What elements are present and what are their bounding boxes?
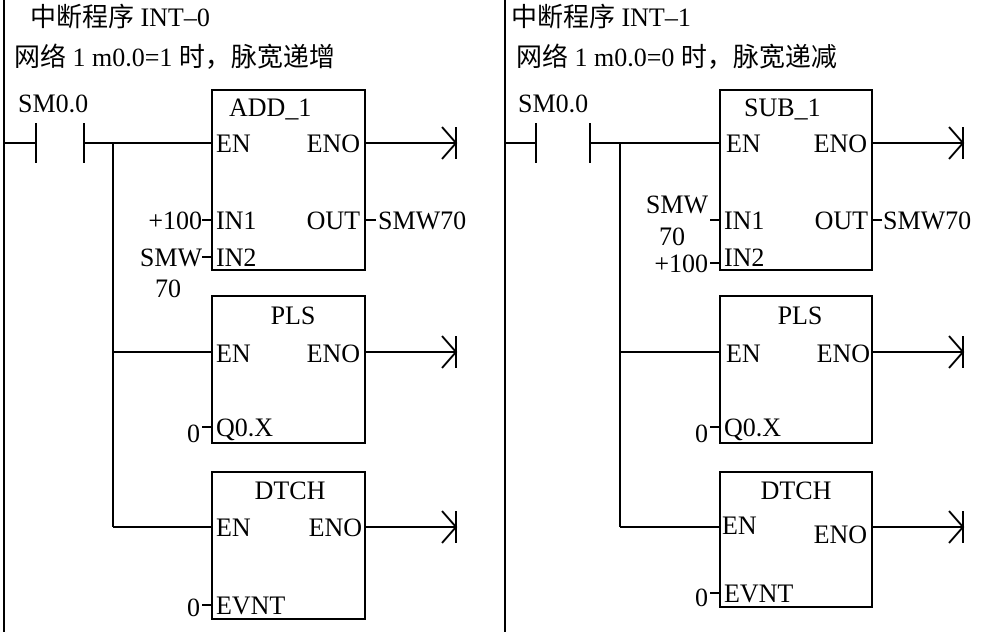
block-title: PLS bbox=[271, 301, 316, 330]
pin-in: Q0.X bbox=[724, 413, 781, 442]
in-operand: 0 bbox=[187, 419, 200, 448]
pin-in: Q0.X bbox=[216, 413, 273, 442]
pin-eno: ENO bbox=[814, 129, 867, 158]
out-operand: SMW70 bbox=[378, 206, 466, 235]
network-caption: 网络 1 m0.0=0 时，脉宽递减 bbox=[516, 43, 837, 72]
pin-en: EN bbox=[216, 339, 251, 368]
pin-eno: ENO bbox=[307, 339, 360, 368]
panel-title: 中断程序 INT–0 bbox=[30, 3, 210, 32]
sub-block: SUB_1 EN ENO IN1 OUT IN2 SMW 70 +100 SMW… bbox=[646, 89, 971, 278]
network-caption: 网络 1 m0.0=1 时，脉宽递增 bbox=[14, 43, 335, 72]
block-box bbox=[719, 89, 873, 271]
pin-eno: ENO bbox=[814, 520, 867, 549]
in1-operand: SMW bbox=[646, 190, 709, 219]
pin-en: EN bbox=[726, 339, 761, 368]
pin-eno: ENO bbox=[817, 339, 870, 368]
block-box bbox=[719, 295, 873, 444]
in1-operand: +100 bbox=[148, 206, 202, 235]
in-operand: 0 bbox=[695, 583, 708, 612]
block-title: SUB_1 bbox=[744, 93, 821, 122]
block-box bbox=[719, 471, 873, 608]
dtch-block: DTCH EN ENO EVNT 0 bbox=[695, 471, 965, 612]
pin-out: OUT bbox=[815, 206, 869, 235]
in1-operand-cont: 70 bbox=[659, 222, 685, 251]
pin-out: OUT bbox=[307, 206, 361, 235]
add-block: ADD_1 EN ENO IN1 OUT IN2 +100 SMW 70 SMW… bbox=[140, 89, 466, 303]
in2-operand: SMW bbox=[140, 243, 203, 272]
block-box bbox=[211, 471, 366, 620]
in2-operand-cont: 70 bbox=[155, 274, 181, 303]
block-title: DTCH bbox=[255, 476, 326, 505]
pls-block: PLS EN ENO Q0.X 0 bbox=[695, 295, 965, 448]
contact-label: SM0.0 bbox=[518, 89, 588, 118]
pin-en: EN bbox=[216, 513, 251, 542]
block-title: PLS bbox=[778, 301, 823, 330]
block-box bbox=[211, 295, 366, 444]
pin-in2: IN2 bbox=[724, 243, 764, 272]
panel-title: 中断程序 INT–1 bbox=[511, 3, 691, 32]
pin-en: EN bbox=[722, 511, 757, 540]
pin-in1: IN1 bbox=[724, 206, 764, 235]
block-title: ADD_1 bbox=[229, 93, 311, 122]
in-operand: 0 bbox=[695, 419, 708, 448]
in2-operand: +100 bbox=[654, 249, 708, 278]
contact-label: SM0.0 bbox=[18, 89, 88, 118]
pin-in: EVNT bbox=[216, 591, 285, 620]
dtch-block: DTCH EN ENO EVNT 0 bbox=[187, 471, 458, 622]
pin-in1: IN1 bbox=[216, 206, 256, 235]
pin-eno: ENO bbox=[309, 513, 362, 542]
pin-in: EVNT bbox=[724, 579, 793, 608]
block-box bbox=[211, 89, 366, 271]
panel-int1: 中断程序 INT–1 网络 1 m0.0=0 时，脉宽递减 SM0.0 SUB_… bbox=[504, 0, 971, 632]
pin-eno: ENO bbox=[307, 129, 360, 158]
panel-int0: 中断程序 INT–0 网络 1 m0.0=1 时，脉宽递增 SM0.0 ADD_… bbox=[3, 0, 466, 632]
pin-en: EN bbox=[216, 129, 251, 158]
pin-in2: IN2 bbox=[216, 243, 256, 272]
out-operand: SMW70 bbox=[883, 206, 971, 235]
in-operand: 0 bbox=[187, 593, 200, 622]
block-title: DTCH bbox=[761, 476, 832, 505]
pls-block: PLS EN ENO Q0.X 0 bbox=[187, 295, 458, 448]
pin-en: EN bbox=[726, 129, 761, 158]
